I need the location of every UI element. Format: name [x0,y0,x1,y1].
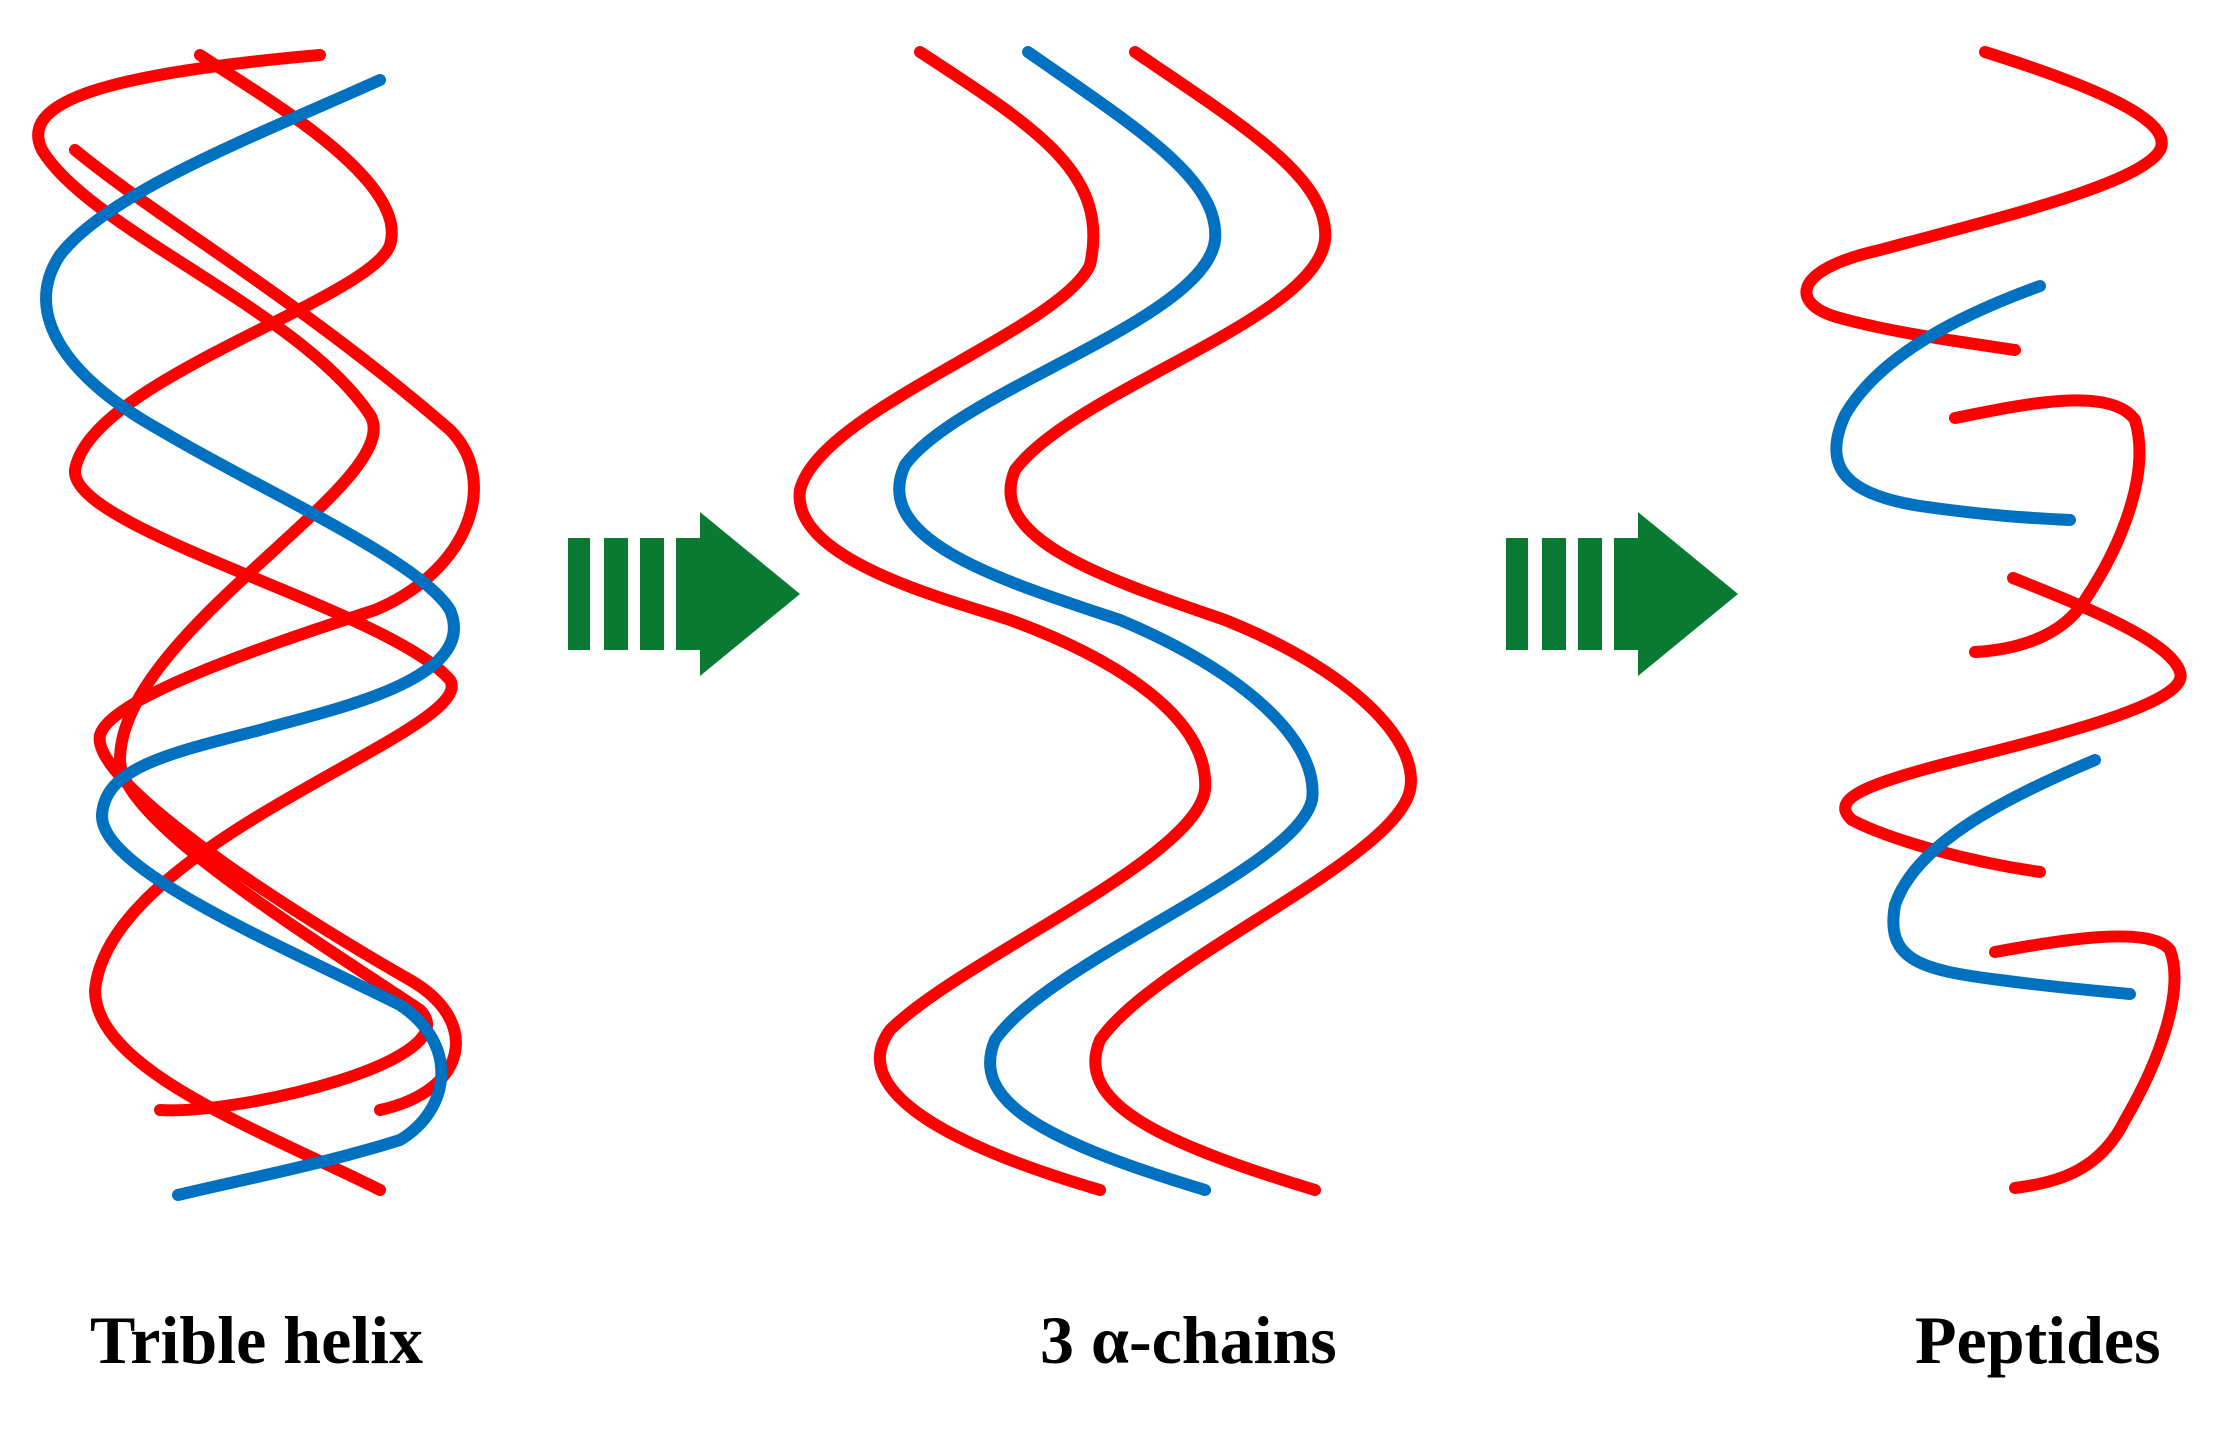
helix-red-strand-b [69,49,458,1196]
peptides-illustration [1800,46,2187,1194]
alpha-chain-middle [893,46,1319,1196]
helix-red-strand-c [69,144,480,1116]
peptide-fragment-5 [1887,754,2136,1000]
peptide-fragment-1 [1800,46,2168,356]
peptide-fragment-2 [1830,280,2076,526]
peptide-fragment-3 [1949,394,2146,658]
stage-label-peptides: Peptides [1915,1302,2161,1378]
alpha-chains-illustration [793,46,1417,1196]
alpha-chain-left [793,46,1212,1196]
helix-blue-strand [40,74,460,1201]
striped-right-arrow-icon [568,512,800,676]
alpha-chain-right [1004,46,1417,1196]
peptide-fragment-4 [1839,572,2187,878]
striped-right-arrow-icon [1506,512,1738,676]
triple-helix-illustration [32,49,480,1201]
peptide-fragment-6 [1989,930,2181,1194]
stage-label-alpha-chains: 3 α-chains [1040,1302,1337,1378]
stage-label-triple-helix: Trible helix [90,1302,424,1378]
